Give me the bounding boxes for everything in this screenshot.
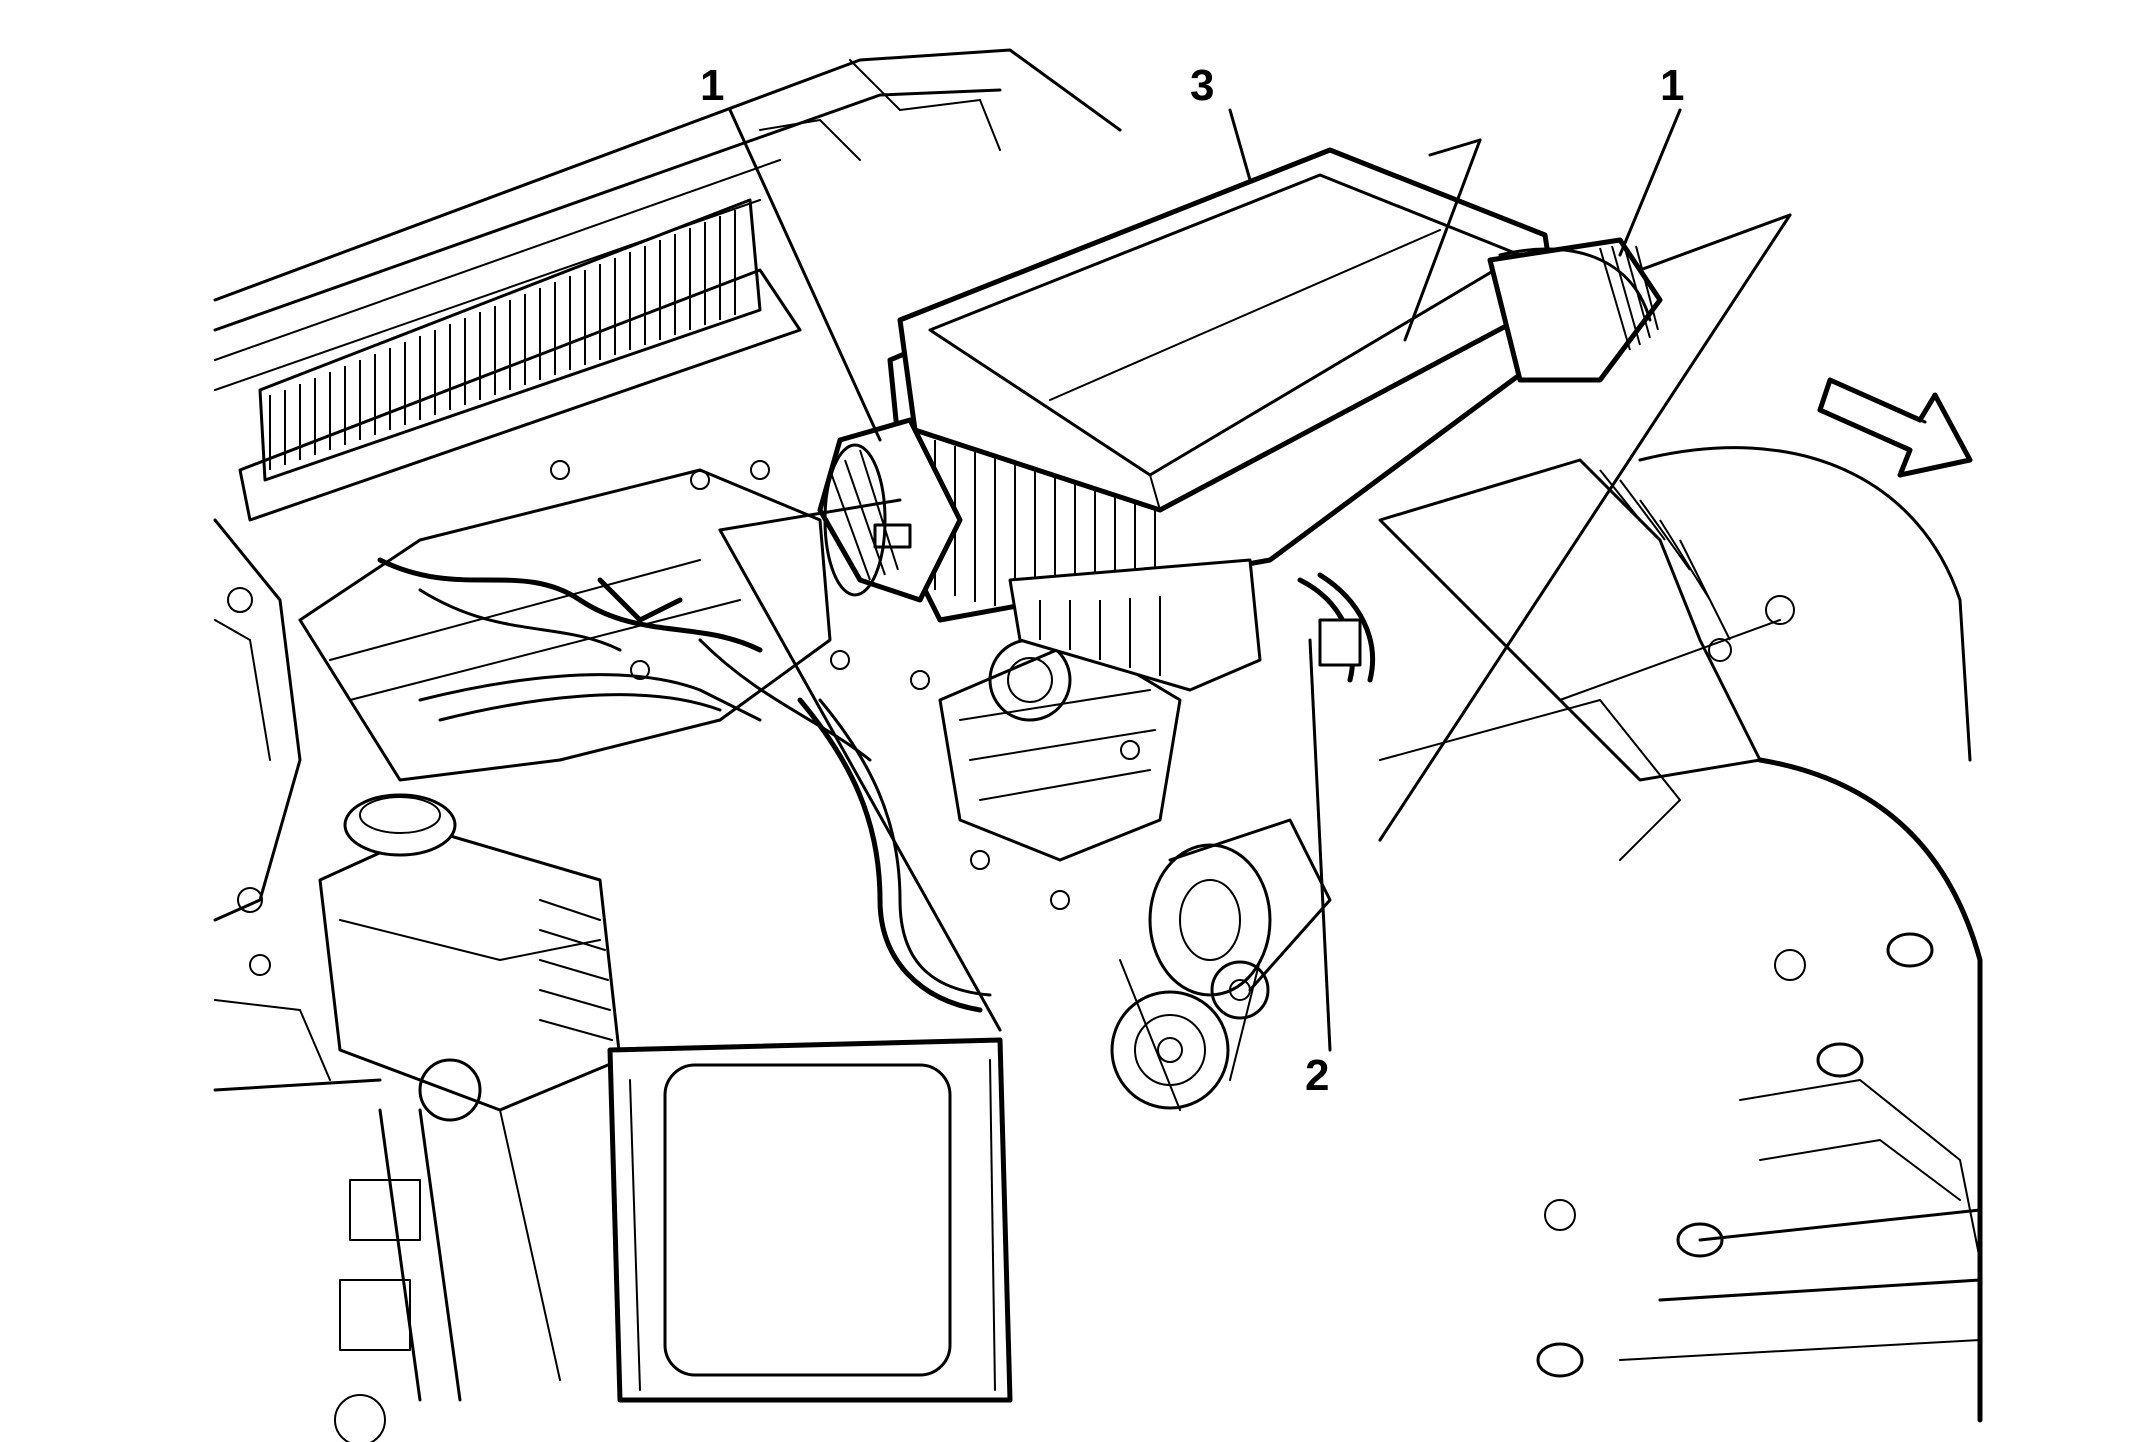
- cowl-panel: [213, 48, 1122, 522]
- callout-3: 3: [1190, 61, 1214, 110]
- air-cleaner-assembly: [817, 147, 1663, 692]
- callout-1-left: 1: [700, 61, 724, 110]
- callout-1-right: 1: [1660, 61, 1684, 110]
- radiator-support: [1378, 446, 1983, 1423]
- callout-2: 2: [1305, 1051, 1329, 1100]
- crank-pulley: [1110, 990, 1230, 1110]
- idler-pulley: [1210, 960, 1270, 1020]
- wiring-harness: [334, 1058, 561, 1442]
- leader-lines: [718, 108, 1792, 1052]
- support-holes: [1536, 595, 1934, 1378]
- front-direction-arrow-icon: [1817, 377, 1973, 478]
- engine-assembly: [298, 460, 1332, 1111]
- fasteners: [550, 460, 1140, 910]
- inlet-duct: [1487, 237, 1663, 383]
- alternator: [1148, 818, 1332, 997]
- left-fender: [213, 518, 382, 1092]
- engine-control-module: [607, 1037, 1013, 1403]
- vent-hose: [1297, 572, 1376, 683]
- outlet-duct: [817, 417, 963, 603]
- coolant-reservoir: [318, 793, 622, 1112]
- cowl-grille: [258, 198, 762, 482]
- callouts: 1 3 1 2: [700, 61, 1684, 1100]
